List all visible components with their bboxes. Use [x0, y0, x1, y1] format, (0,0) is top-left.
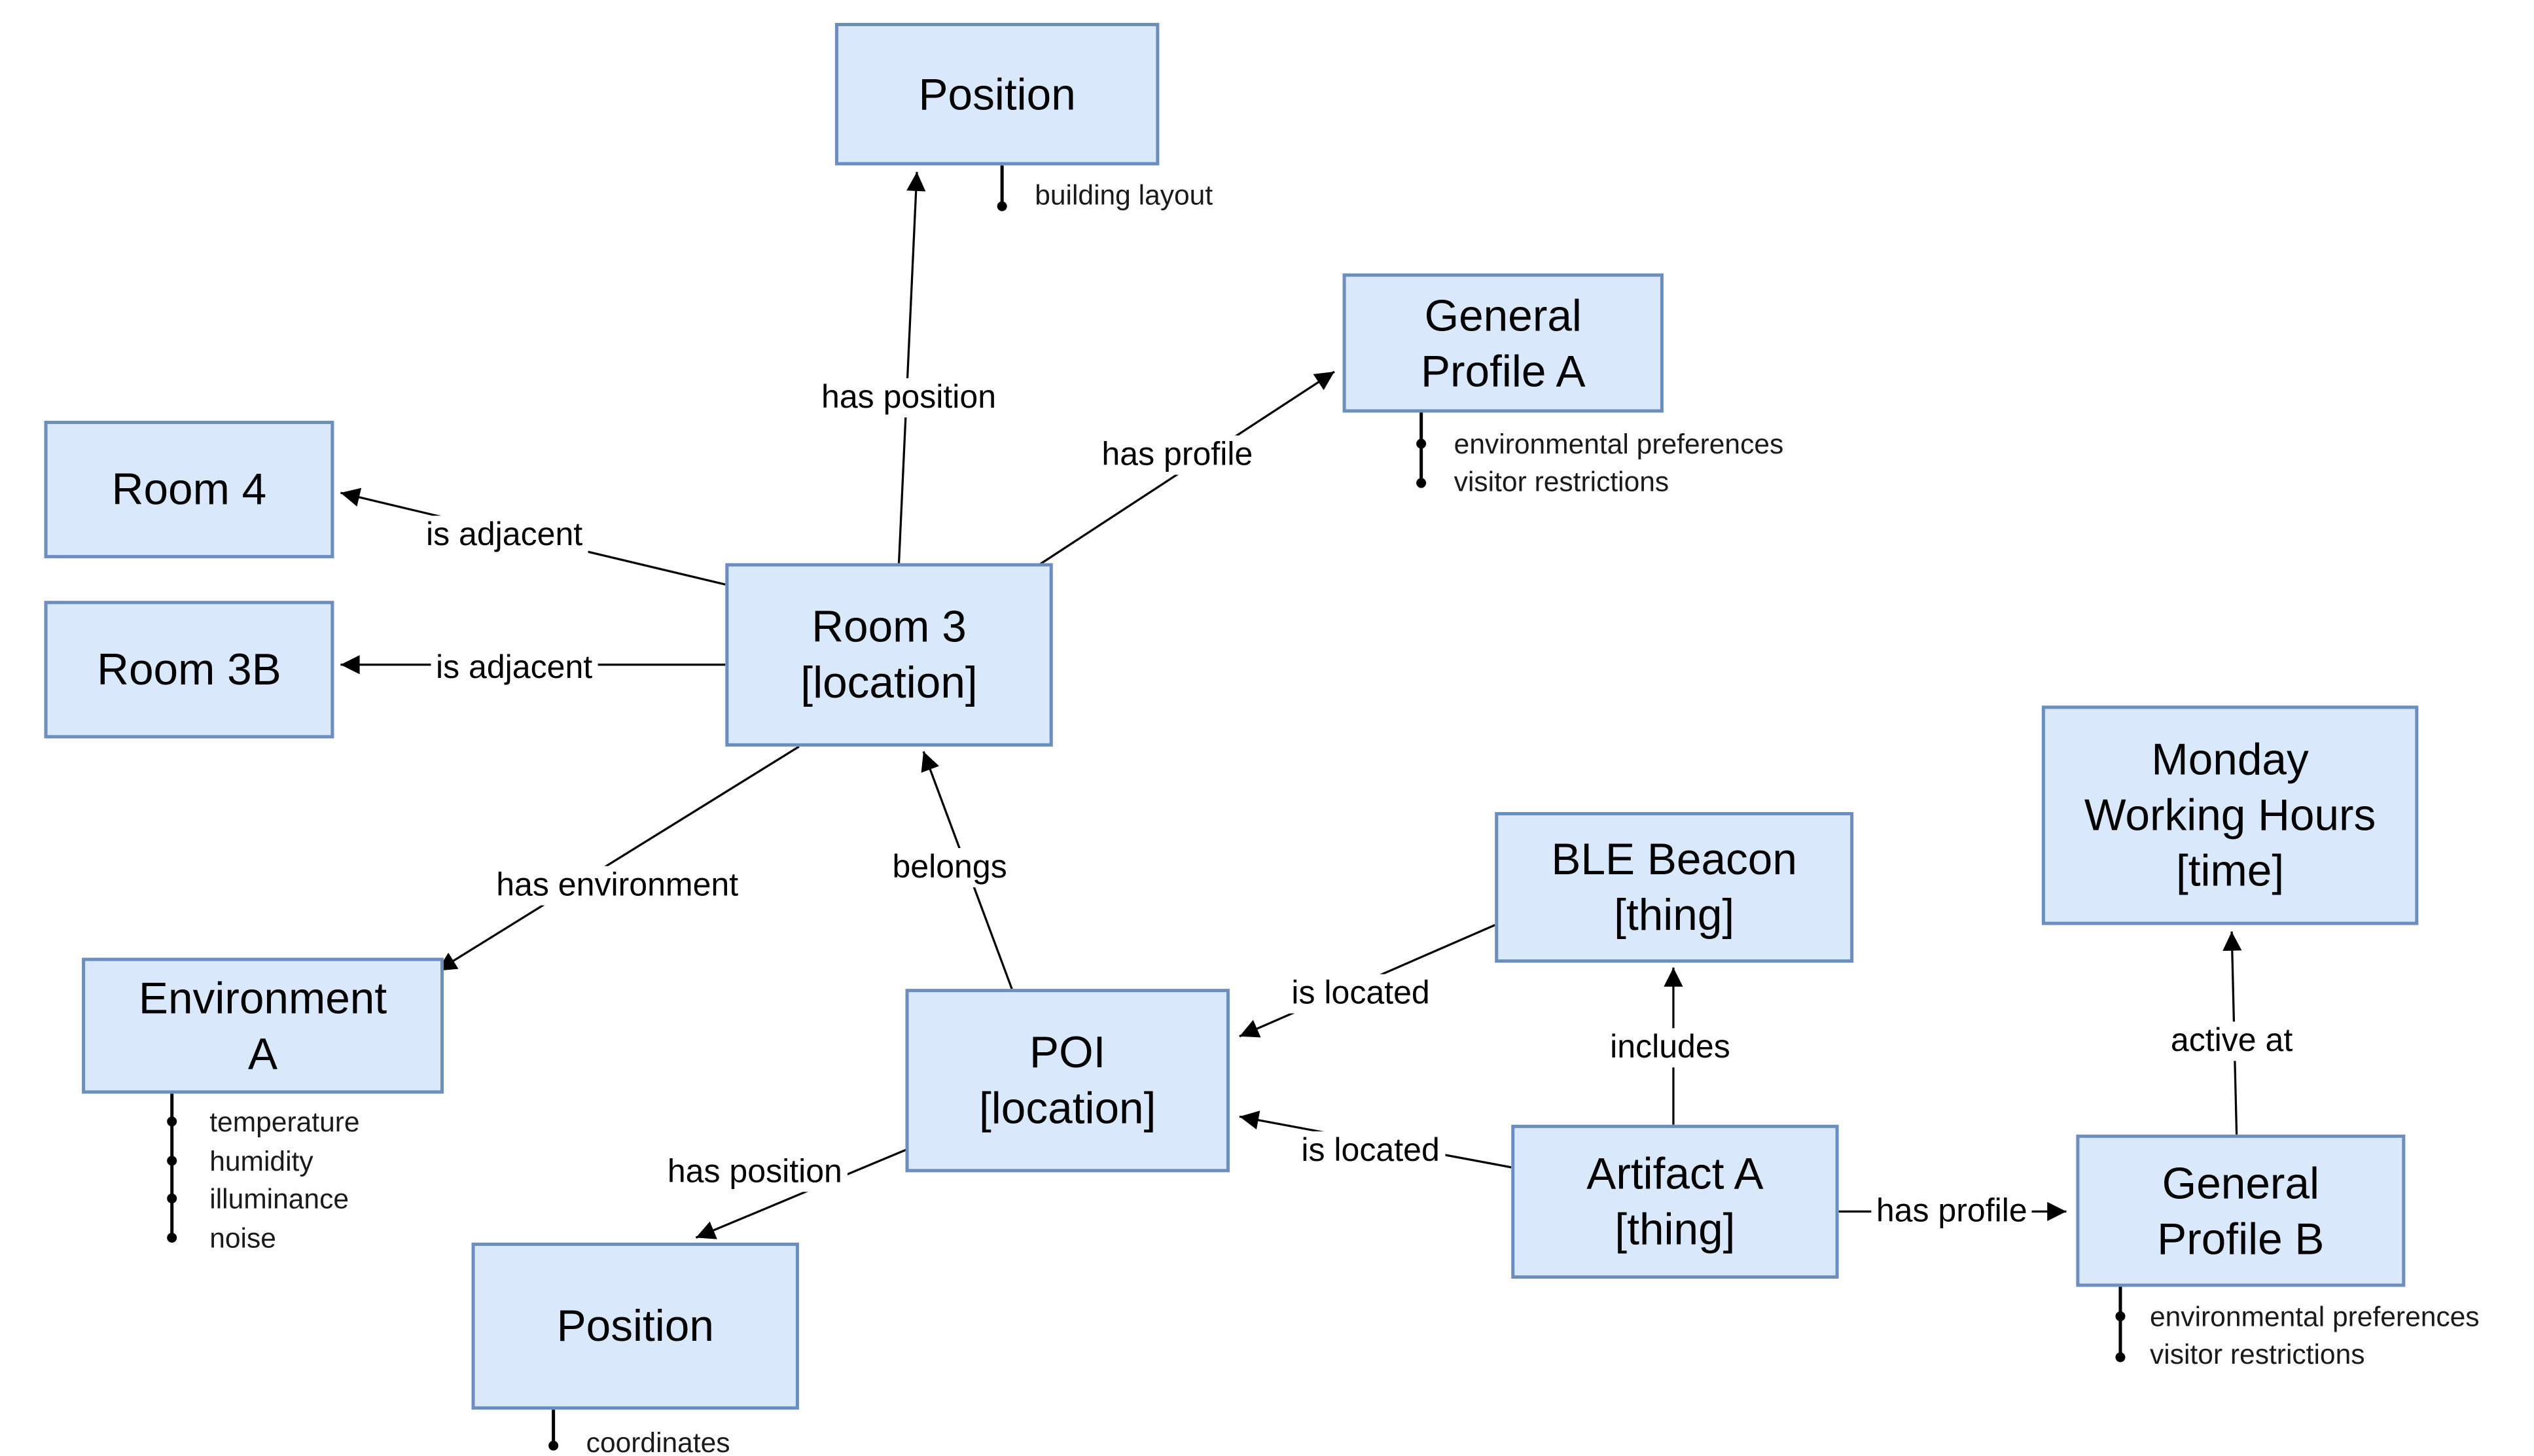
- attr-label-gpb-visitor-restrictions: visitor restrictions: [2149, 1339, 2365, 1371]
- node-label: Position: [556, 1302, 714, 1351]
- node-room-3b[interactable]: Room 3B: [44, 601, 334, 739]
- attr-label-gpa-visitor-restrictions: visitor restrictions: [1454, 467, 1669, 498]
- node-room-4[interactable]: Room 4: [44, 420, 334, 559]
- node-label: BLE Beacon: [1551, 834, 1797, 885]
- node-environment-a[interactable]: Environment A: [82, 957, 444, 1094]
- node-label: Environment: [138, 973, 387, 1023]
- node-position-bottom[interactable]: Position: [471, 1242, 799, 1410]
- attr-label-building-layout: building layout: [1035, 180, 1213, 211]
- node-label: A: [247, 1029, 278, 1078]
- node-label: Position: [918, 69, 1076, 119]
- node-label: Working Hours: [2084, 790, 2376, 840]
- edge-label-is-adjacent-bottom: is adjacent: [431, 648, 598, 688]
- edge-label-has-position-bottom: has position: [662, 1152, 848, 1192]
- edge-has-environment: [437, 745, 800, 972]
- node-label: General: [1424, 291, 1582, 340]
- edge-label-belongs: belongs: [887, 847, 1012, 888]
- node-label: Profile B: [2157, 1214, 2325, 1264]
- edge-label-includes: includes: [1605, 1028, 1736, 1068]
- node-room-3[interactable]: Room 3 [location]: [725, 563, 1053, 747]
- node-monday-working-hours[interactable]: Monday Working Hours [time]: [2041, 705, 2419, 925]
- edge-label-active-at: active at: [2166, 1021, 2298, 1061]
- node-label: Room 3: [812, 602, 967, 652]
- node-general-profile-a[interactable]: General Profile A: [1342, 273, 1664, 413]
- node-general-profile-b[interactable]: General Profile B: [2076, 1134, 2406, 1287]
- attr-connector-general-profile-a: [1416, 412, 1427, 488]
- edge-label-has-profile-bottom: has profile: [1871, 1192, 2033, 1232]
- attr-label-gpa-environmental-preferences: environmental preferences: [1454, 429, 1784, 461]
- node-label: [location]: [979, 1084, 1156, 1133]
- edge-label-has-profile-top: has profile: [1096, 435, 1258, 475]
- attr-label-humidity: humidity: [209, 1146, 313, 1177]
- node-label: Monday: [2151, 735, 2309, 785]
- edge-label-is-adjacent-top: is adjacent: [421, 516, 588, 556]
- attr-connector-position-top: [997, 165, 1007, 211]
- node-label: [thing]: [1614, 891, 1735, 940]
- attr-label-noise: noise: [209, 1222, 276, 1254]
- node-poi[interactable]: POI [location]: [905, 989, 1230, 1173]
- node-label: [time]: [2175, 846, 2285, 896]
- node-position-top[interactable]: Position: [834, 23, 1160, 166]
- attr-label-gpb-environmental-preferences: environmental preferences: [2149, 1302, 2480, 1333]
- attr-connector-position-bottom: [548, 1410, 559, 1451]
- edge-label-has-position-top: has position: [816, 378, 1001, 417]
- node-ble-beacon[interactable]: BLE Beacon [thing]: [1495, 811, 1854, 963]
- attr-label-temperature: temperature: [209, 1107, 360, 1138]
- node-label: Profile A: [1420, 346, 1586, 396]
- edge-label-is-located-top: is located: [1286, 974, 1435, 1014]
- node-label: [location]: [800, 658, 978, 707]
- node-label: General: [2162, 1158, 2320, 1208]
- attr-connector-environment-a: [167, 1093, 177, 1243]
- attr-label-coordinates: coordinates: [586, 1427, 730, 1456]
- node-label: Room 4: [111, 465, 267, 514]
- edge-has-position-top: [897, 171, 926, 563]
- edge-label-has-environment: has environment: [491, 866, 743, 906]
- node-label: [thing]: [1615, 1205, 1736, 1254]
- node-label: POI: [1029, 1028, 1106, 1078]
- node-label: Room 3B: [97, 645, 281, 694]
- attr-connector-general-profile-b: [2115, 1287, 2126, 1362]
- attr-label-illuminance: illuminance: [209, 1183, 349, 1215]
- edge-label-is-located-bottom: is located: [1296, 1131, 1445, 1171]
- node-artifact-a[interactable]: Artifact A [thing]: [1511, 1124, 1839, 1279]
- node-label: Artifact A: [1586, 1149, 1764, 1199]
